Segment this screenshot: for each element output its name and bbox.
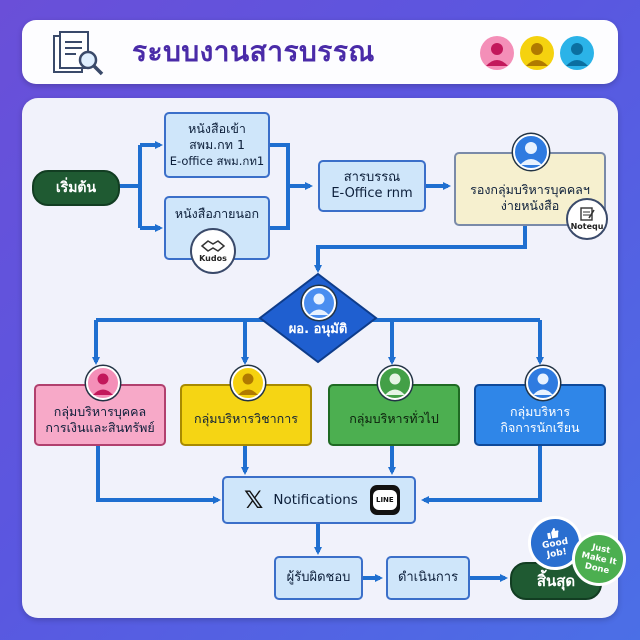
note-badge: Notequ [566,198,608,240]
header-bar: ระบบงานสารบรรณ [22,20,618,84]
incoming-line-3: E-office สพม.กท1 [169,154,265,168]
director-avatar [302,286,336,320]
kudos-badge: Kudos [190,228,236,274]
operate-box[interactable]: ดำเนินการ [386,556,470,600]
external-label: หนังสือภายนอก [174,206,260,221]
line-app-icon: LINE [369,485,400,515]
saraban-line-1: สารบรรณ [343,170,401,185]
incoming-line-1: หนังสือเข้า [188,121,246,136]
group-general-avatar [378,366,412,400]
director-label: ผอ. อนุมัติ [288,322,348,337]
deputy-line-2: ง่ายหนังสือ [500,198,560,213]
group-academic-label: กลุ่มบริหารวิชาการ [194,411,298,426]
group-academic-avatar [231,366,265,400]
kudos-label: Kudos [199,254,227,263]
group-personnel-line-2: การเงินและสินทรัพย์ [45,420,155,435]
deputy-line-1: รองกลุ่มบริหารบุคคลฯ [470,182,590,197]
note-label: Notequ [570,222,604,231]
incoming-document-box[interactable]: หนังสือเข้า สพม.กท 1 E-office สพม.กท1 [164,112,270,178]
page-title: ระบบงานสารบรรณ [132,35,375,68]
good-job-sticker: Good Job! [523,511,587,575]
handshake-icon [200,240,226,252]
avatar-yellow [520,36,554,70]
line-app-label: LINE [372,490,397,510]
notifications-label: Notifications [273,492,358,508]
x-logo-icon: 𝕏 [244,486,264,514]
responsible-person-box[interactable]: ผู้รับผิดชอบ [274,556,363,600]
job-line: Job! [546,547,568,561]
avatar-cyan [560,36,594,70]
start-node[interactable]: เริ่มต้น [32,170,120,206]
saraban-line-2: E-Office rnm [331,186,413,201]
avatar-pink [480,36,514,70]
notepad-icon [580,207,595,221]
group-student-avatar [526,366,560,400]
document-search-icon [53,31,104,76]
group-student-line-1: กลุ่มบริหาร [509,404,571,419]
operate-label: ดำเนินการ [397,570,459,585]
incoming-line-2: สพม.กท 1 [189,137,245,152]
thumbs-up-icon [547,528,559,540]
notifications-box[interactable]: 𝕏 Notifications LINE [222,476,416,524]
deputy-avatar [513,134,549,170]
group-personnel-avatar [86,366,120,400]
group-personnel-line-1: กลุ่มบริหารบุคคล [53,404,147,419]
responsible-label: ผู้รับผิดชอบ [286,570,351,585]
saraban-eoffice-box[interactable]: สารบรรณ E-Office rnm [318,160,426,212]
group-student-line-2: กิจการนักเรียน [500,420,580,435]
group-general-label: กลุ่มบริหารทั่วไป [349,411,439,426]
